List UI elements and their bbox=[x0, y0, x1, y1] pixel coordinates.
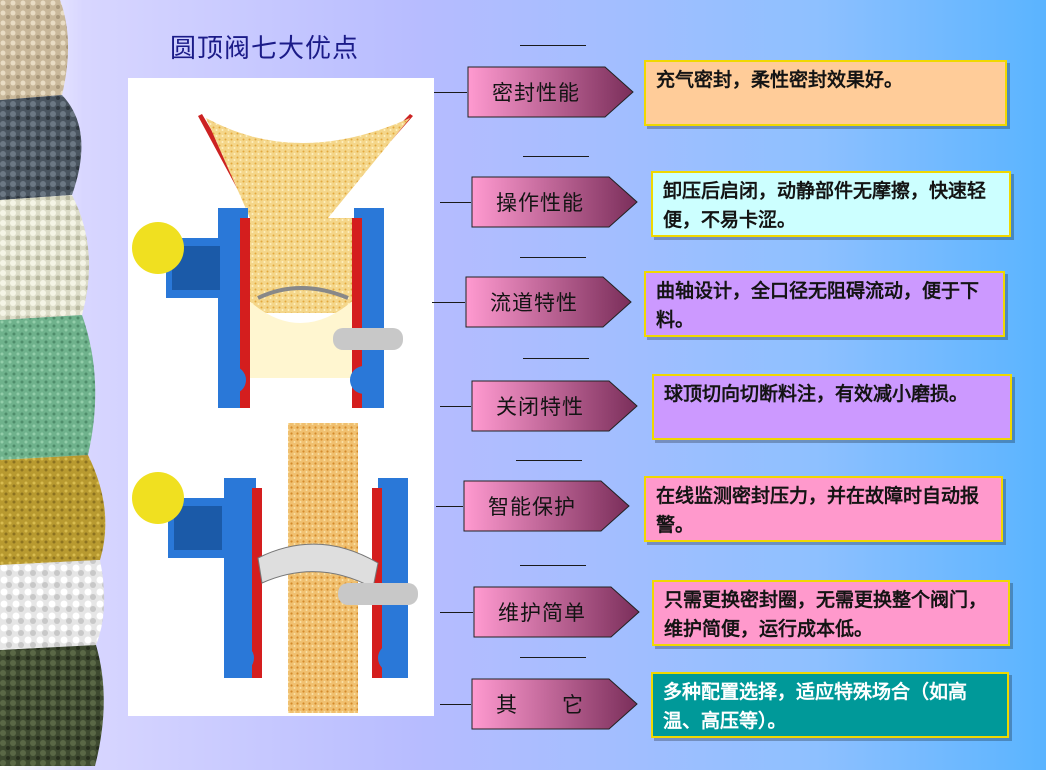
page-title: 圆顶阀七大优点 bbox=[170, 34, 360, 64]
feature-arrow-sealing: 密封性能 bbox=[467, 66, 635, 118]
divider-rule bbox=[520, 657, 586, 658]
connector-line bbox=[440, 202, 471, 203]
feature-label: 维护简单 bbox=[498, 601, 586, 625]
valve-illustration bbox=[128, 78, 434, 716]
feature-label: 智能保护 bbox=[488, 495, 576, 519]
connector-line bbox=[440, 704, 471, 705]
connector-line bbox=[436, 506, 463, 507]
closed-valve-drawing bbox=[132, 423, 418, 713]
divider-rule bbox=[516, 460, 582, 461]
feature-description: 只需更换密封圈，无需更换整个阀门，维护简便，运行成本低。 bbox=[652, 580, 1010, 646]
connector-line bbox=[440, 612, 473, 613]
divider-rule bbox=[523, 358, 589, 359]
feature-description: 在线监测密封压力，并在故障时自动报警。 bbox=[644, 476, 1003, 542]
feature-description: 卸压后启闭，动静部件无摩擦，快速轻便，不易卡涩。 bbox=[651, 171, 1011, 237]
feature-arrow-protection: 智能保护 bbox=[463, 480, 631, 532]
feature-label: 操作性能 bbox=[496, 191, 584, 215]
feature-arrow-maintenance: 维护简单 bbox=[473, 586, 641, 638]
connector-line bbox=[432, 302, 465, 303]
connector-line bbox=[440, 406, 471, 407]
feature-description: 球顶切向切断料注，有效减小磨损。 bbox=[652, 374, 1012, 440]
feature-description: 曲轴设计，全口径无阻碍流动，便于下料。 bbox=[644, 271, 1005, 337]
divider-rule bbox=[523, 156, 589, 157]
feature-label: 密封性能 bbox=[492, 81, 580, 105]
open-valve-drawing bbox=[132, 114, 413, 408]
feature-label: 其 它 bbox=[496, 693, 584, 717]
feature-description: 充气密封，柔性密封效果好。 bbox=[644, 60, 1007, 126]
connector-line bbox=[434, 92, 467, 93]
feature-label: 关闭特性 bbox=[496, 395, 584, 419]
feature-arrow-flow: 流道特性 bbox=[465, 276, 633, 328]
feature-arrow-closing: 关闭特性 bbox=[471, 380, 639, 432]
feature-arrow-other: 其 它 bbox=[471, 678, 639, 730]
feature-label: 流道特性 bbox=[490, 291, 578, 315]
feature-arrow-operation: 操作性能 bbox=[471, 176, 639, 228]
divider-rule bbox=[520, 565, 586, 566]
divider-rule bbox=[520, 257, 586, 258]
granule-strip-decoration bbox=[0, 0, 112, 766]
divider-rule bbox=[520, 45, 586, 46]
feature-description: 多种配置选择，适应特殊场合（如高温、高压等）。 bbox=[651, 672, 1009, 738]
